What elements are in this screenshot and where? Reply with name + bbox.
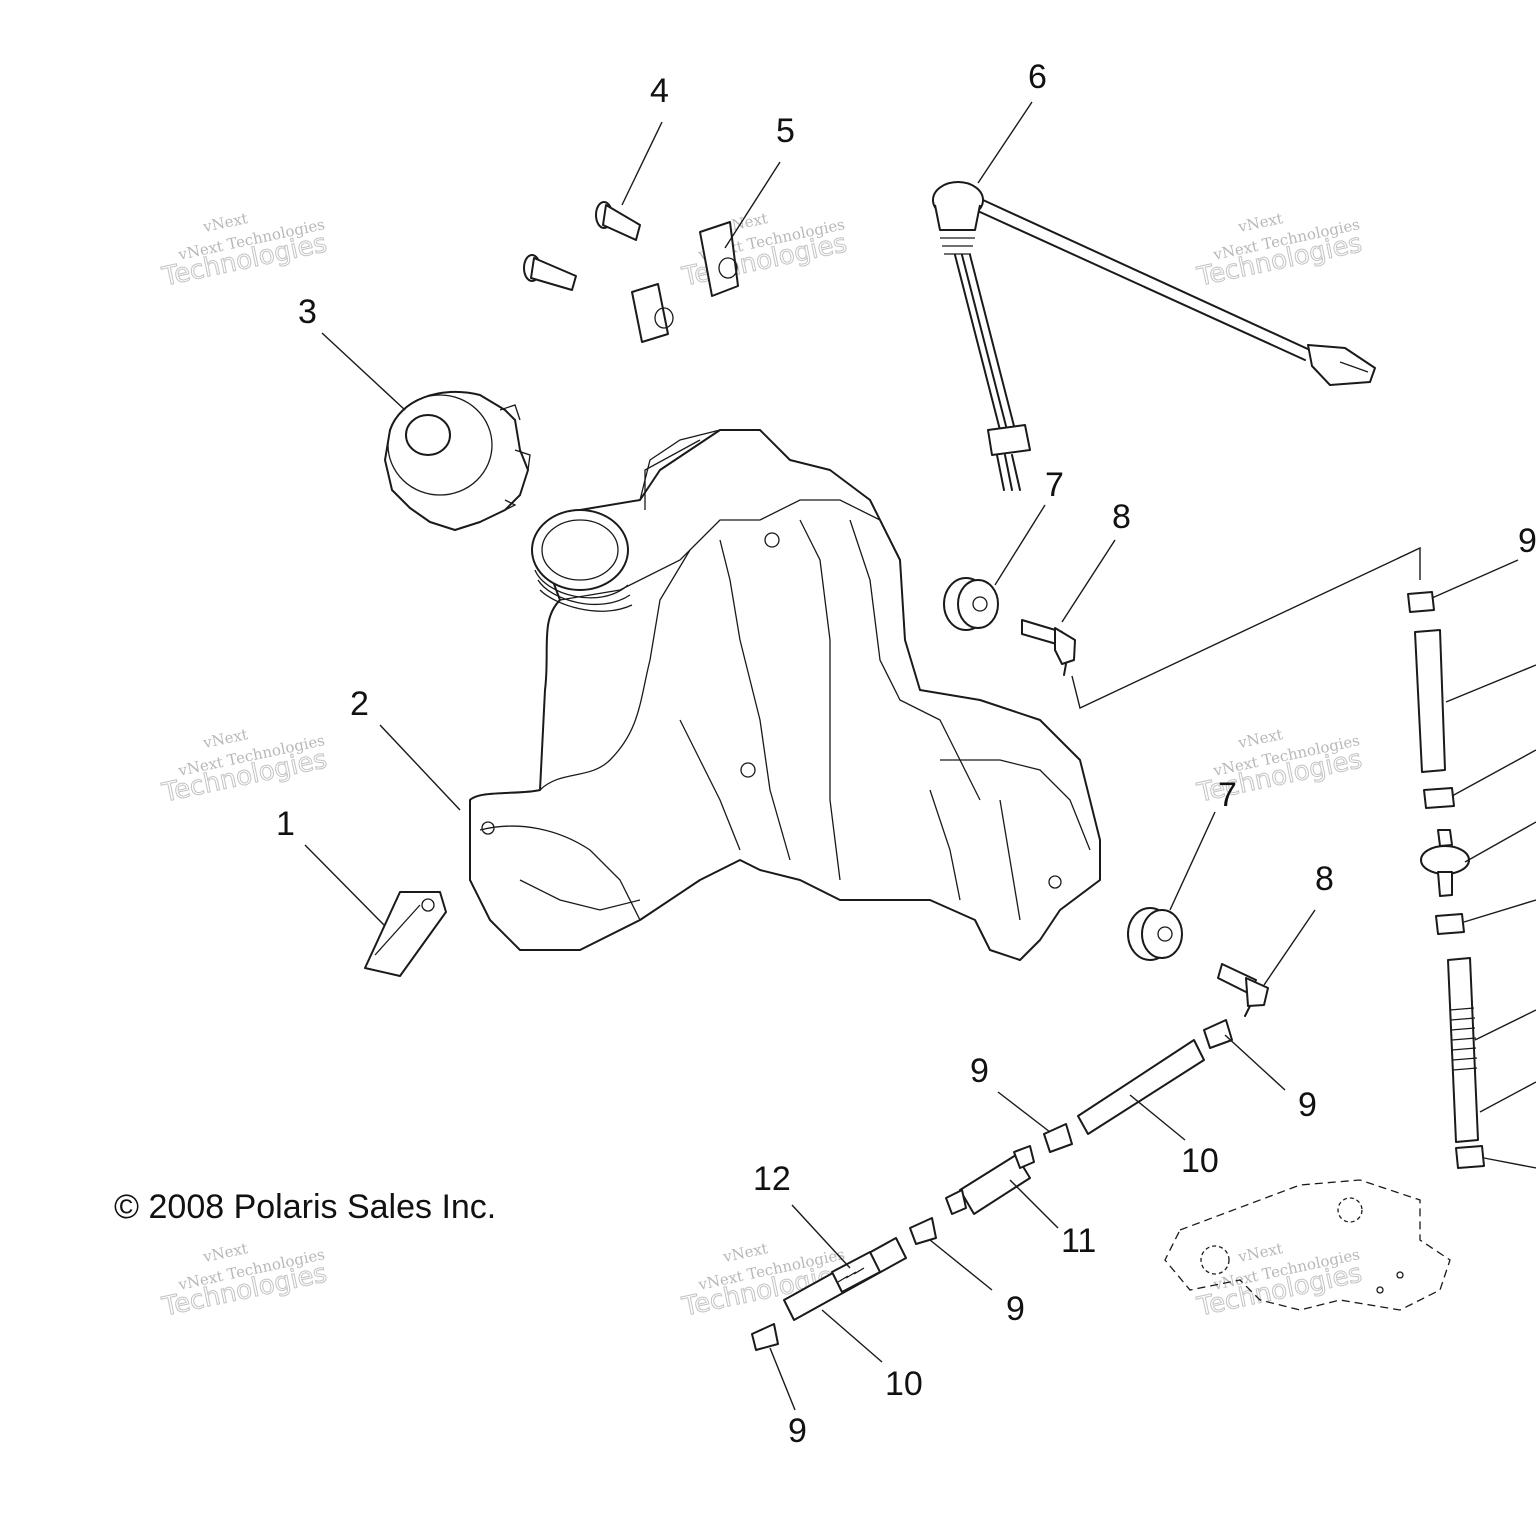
right-hose-assembly — [1407, 591, 1485, 1169]
callout-7-lower: 7 — [1218, 776, 1237, 814]
watermark: vNext vNext Technologies Technologies — [1194, 725, 1366, 809]
callout-9-a: 9 — [970, 1052, 989, 1090]
callout-8-upper: 8 — [1112, 498, 1131, 536]
callout-9-c: 9 — [1006, 1290, 1025, 1328]
callout-6: 6 — [1028, 58, 1047, 96]
callout-3: 3 — [298, 293, 317, 331]
callout-9-b: 9 — [1298, 1086, 1317, 1124]
watermark: vNext vNext Technologies Technologies — [1194, 209, 1366, 293]
reference-line — [1071, 546, 1421, 709]
bolts — [523, 201, 641, 291]
callout-12: 12 — [753, 1160, 791, 1198]
callout-4: 4 — [650, 72, 669, 110]
leader-lines — [304, 101, 1536, 1411]
watermark: vNext vNext Technologies Technologies — [679, 1239, 851, 1323]
fuel-cap — [384, 390, 531, 531]
elbow-fittings — [1021, 619, 1269, 1017]
watermark: vNext vNext Technologies Technologies — [159, 209, 331, 293]
callout-2: 2 — [350, 685, 369, 723]
fuel-sender — [932, 181, 1376, 491]
watermark: vNext vNext Technologies Technologies — [679, 209, 851, 293]
callout-9-top-right: 9 — [1518, 522, 1536, 560]
watermark: vNext vNext Technologies Technologies — [1194, 1239, 1366, 1323]
callout-11: 11 — [1061, 1222, 1096, 1260]
fuel-line-assembly — [751, 1019, 1233, 1351]
callout-10-a: 10 — [1181, 1142, 1219, 1180]
grommets — [943, 577, 1183, 961]
copyright-text: © 2008 Polaris Sales Inc. — [114, 1188, 496, 1226]
callout-5: 5 — [776, 112, 795, 150]
callout-8-lower: 8 — [1315, 860, 1334, 898]
clip-nuts — [631, 221, 739, 343]
callout-7-upper: 7 — [1045, 466, 1064, 504]
watermark: vNext vNext Technologies Technologies — [159, 1239, 331, 1323]
callout-1: 1 — [276, 805, 295, 843]
callout-9-d: 9 — [788, 1412, 807, 1450]
fuel-tank — [469, 429, 1101, 961]
callout-10-b: 10 — [885, 1365, 923, 1403]
bracket — [364, 891, 447, 977]
callouts: 1 2 3 4 5 6 7 7 8 8 9 9 9 9 9 10 10 11 1… — [276, 58, 1536, 1450]
dashed-bracket — [1164, 1179, 1451, 1311]
watermark: vNext vNext Technologies Technologies — [159, 725, 331, 809]
